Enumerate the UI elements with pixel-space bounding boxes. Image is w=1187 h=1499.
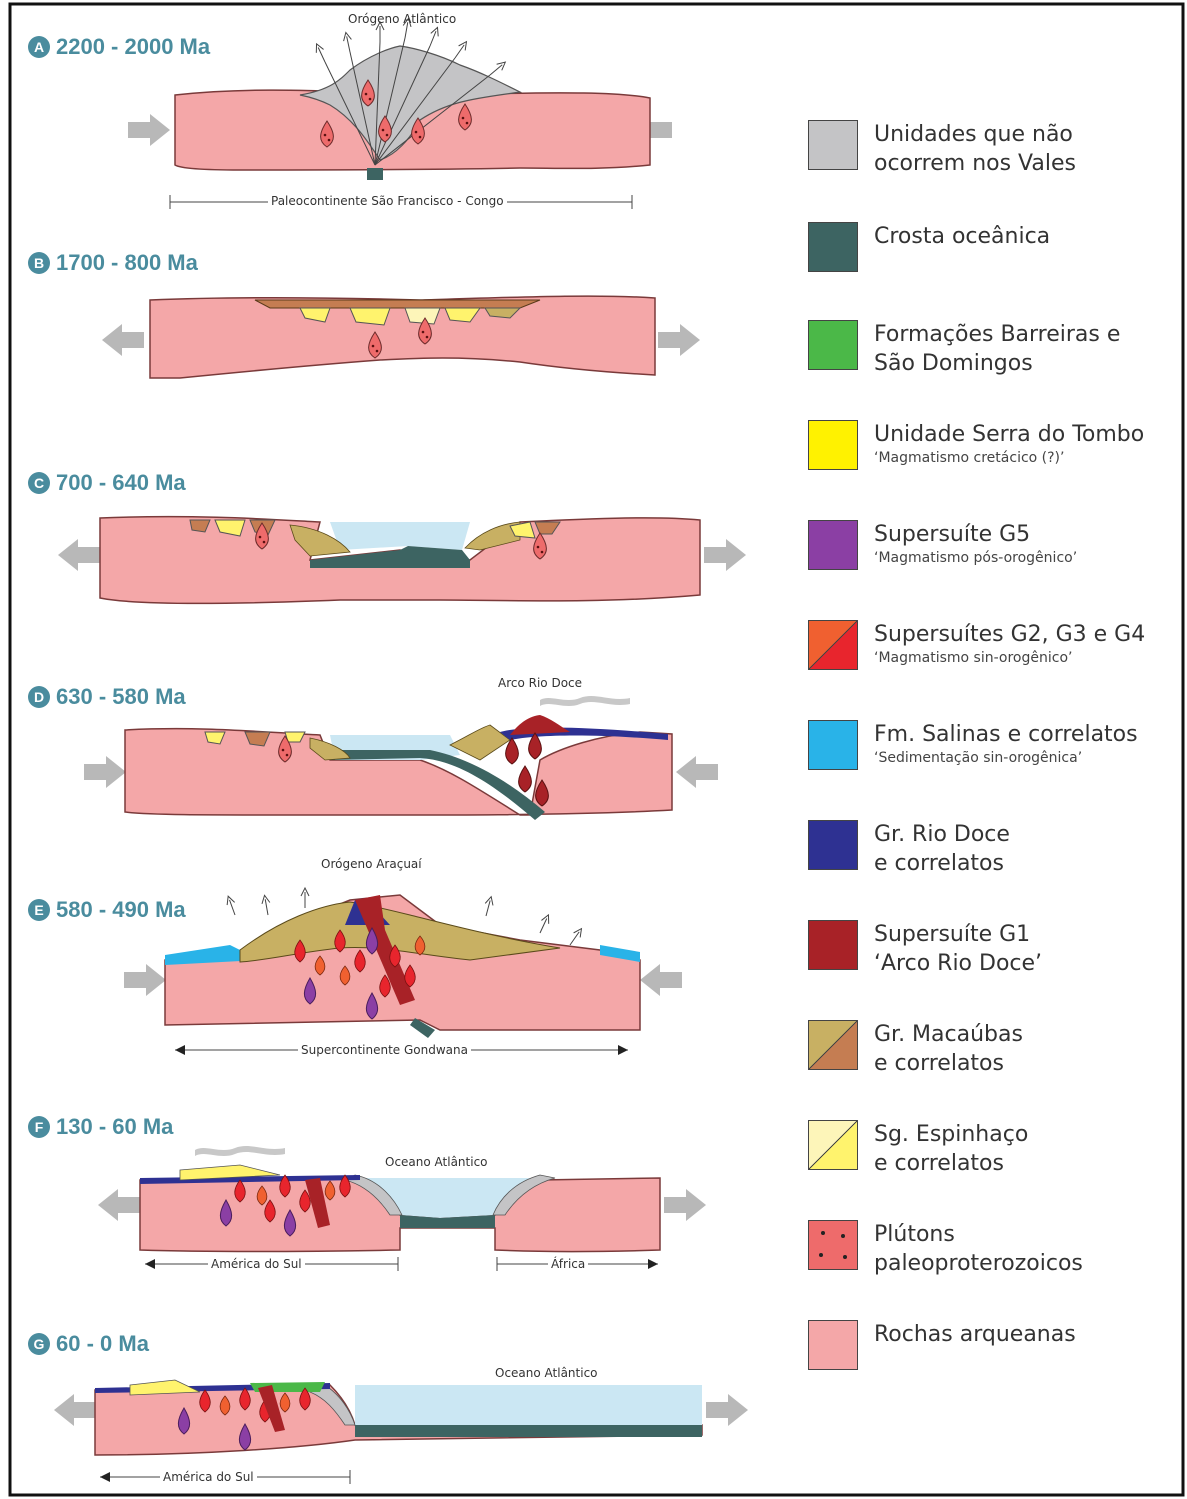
- legend-swatch: [808, 222, 858, 272]
- legend-item: Supersuíte G1‘Arco Rio Doce’: [808, 920, 1042, 978]
- legend-swatch: [808, 820, 858, 870]
- legend-title-line: Supersuíte G1: [874, 920, 1042, 949]
- legend-title-line: Supersuítes G2, G3 e G4: [874, 620, 1145, 649]
- legend-title-line: Plútons: [874, 1220, 1083, 1249]
- legend-subtitle: ‘Magmatismo cretácico (?)’: [874, 449, 1144, 467]
- legend-label: Fm. Salinas e correlatos‘Sedimentação si…: [874, 720, 1138, 767]
- legend-title-line: Rochas arqueanas: [874, 1320, 1076, 1349]
- legend-label: Supersuíte G1‘Arco Rio Doce’: [874, 920, 1042, 978]
- legend-swatch: [808, 120, 858, 170]
- legend-label: Supersuíte G5‘Magmatismo pós-orogênico’: [874, 520, 1077, 567]
- annotation-south-america: América do Sul: [208, 1257, 305, 1271]
- annotation-paleocontinent: Paleocontinente São Francisco - Congo: [268, 194, 507, 208]
- legend-title-line: Gr. Macaúbas: [874, 1020, 1023, 1049]
- section-g: [54, 1380, 748, 1484]
- annotation-gondwana: Supercontinente Gondwana: [298, 1043, 471, 1057]
- legend-title-line: e correlatos: [874, 1149, 1028, 1178]
- legend-title-line: e correlatos: [874, 1049, 1023, 1078]
- legend-subtitle: ‘Magmatismo sin-orogênico’: [874, 649, 1145, 667]
- annotation-rio-doce-arc: Arco Rio Doce: [495, 676, 585, 690]
- legend-item: Fm. Salinas e correlatos‘Sedimentação si…: [808, 720, 1138, 770]
- compression-arrow-icon: [128, 114, 170, 146]
- legend-subtitle: ‘Sedimentação sin-orogênica’: [874, 749, 1138, 767]
- legend-swatch: [808, 920, 858, 970]
- legend-label: Supersuítes G2, G3 e G4‘Magmatismo sin-o…: [874, 620, 1145, 667]
- legend-item: Supersuíte G5‘Magmatismo pós-orogênico’: [808, 520, 1077, 570]
- legend-title-line: Crosta oceânica: [874, 222, 1050, 251]
- annotation-aracuai-orogen: Orógeno Araçuaí: [318, 857, 425, 871]
- legend-item: Unidade Serra do Tombo‘Magmatismo cretác…: [808, 420, 1144, 470]
- legend-swatch: [808, 1120, 858, 1170]
- legend-swatch: [808, 320, 858, 370]
- annotation-south-america: América do Sul: [160, 1470, 257, 1484]
- legend-title-line: Fm. Salinas e correlatos: [874, 720, 1138, 749]
- legend-swatch: [808, 1020, 858, 1070]
- legend-title-line: Unidades que não: [874, 120, 1076, 149]
- oceanic-crust: [367, 168, 383, 180]
- legend-item: Supersuítes G2, G3 e G4‘Magmatismo sin-o…: [808, 620, 1145, 670]
- legend-title-line: Supersuíte G5: [874, 520, 1077, 549]
- legend-label: Rochas arqueanas: [874, 1320, 1076, 1349]
- legend-label: Crosta oceânica: [874, 222, 1050, 251]
- legend-swatch: [808, 720, 858, 770]
- legend-label: Unidade Serra do Tombo‘Magmatismo cretác…: [874, 420, 1144, 467]
- legend-swatch: [808, 520, 858, 570]
- legend-swatch: [808, 620, 858, 670]
- legend-title-line: Sg. Espinhaço: [874, 1120, 1028, 1149]
- section-b: [102, 296, 700, 378]
- legend-swatch: [808, 1320, 858, 1370]
- legend-item: Crosta oceânica: [808, 222, 1050, 272]
- annotation-atlantic-orogen: Orógeno Atlântico: [345, 12, 459, 26]
- legend-title-line: paleoproterozoicos: [874, 1249, 1083, 1278]
- legend-title-line: Unidade Serra do Tombo: [874, 420, 1144, 449]
- section-d: [84, 696, 718, 820]
- legend-swatch: [808, 1220, 858, 1270]
- legend-item: Rochas arqueanas: [808, 1320, 1076, 1370]
- annotation-africa: África: [548, 1257, 588, 1271]
- section-c: [58, 517, 746, 604]
- legend-subtitle: ‘Magmatismo pós-orogênico’: [874, 549, 1077, 567]
- section-e: [124, 888, 682, 1055]
- legend-swatch: [808, 420, 858, 470]
- annotation-atlantic-ocean: Oceano Atlântico: [492, 1366, 601, 1380]
- legend-title-line: ocorrem nos Vales: [874, 149, 1076, 178]
- legend-title-line: e correlatos: [874, 849, 1010, 878]
- legend-title-line: Gr. Rio Doce: [874, 820, 1010, 849]
- legend-title-line: ‘Arco Rio Doce’: [874, 949, 1042, 978]
- legend-title-line: Formações Barreiras e: [874, 320, 1120, 349]
- legend-title-line: São Domingos: [874, 349, 1120, 378]
- annotation-atlantic-ocean: Oceano Atlântico: [382, 1155, 491, 1169]
